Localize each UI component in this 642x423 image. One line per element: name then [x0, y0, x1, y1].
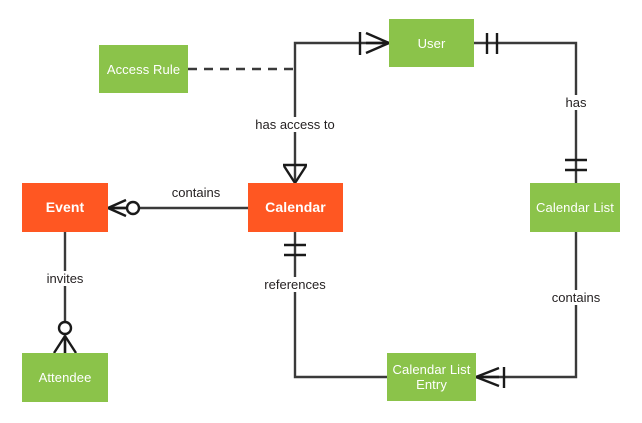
entity-attendee-label: Attendee — [38, 370, 92, 385]
cardinality-has-access-to-calendar — [282, 163, 308, 184]
entity-attendee[interactable]: Attendee — [22, 353, 108, 402]
edge-label-invites: invites — [43, 271, 87, 286]
entity-access-rule-label: Access Rule — [106, 61, 181, 77]
entity-calendar-list-entry-label: Calendar List Entry — [392, 362, 471, 392]
entity-calendar[interactable]: Calendar — [248, 183, 343, 232]
connector-has-access-to — [293, 41, 389, 183]
entity-event[interactable]: Event — [22, 183, 108, 232]
connector-contains-list-entry — [476, 232, 578, 379]
edge-label-contains-list-entry: contains — [548, 290, 604, 305]
entity-user[interactable]: User — [389, 19, 474, 67]
cardinality-has-user — [485, 33, 499, 54]
cardinality-invites-attendee — [52, 320, 78, 354]
edge-label-has-user-calendar-list: has — [562, 95, 590, 110]
cardinality-contains-event — [107, 198, 141, 218]
entity-calendar-list[interactable]: Calendar List — [530, 183, 620, 232]
cardinality-has-calendar-list — [565, 158, 587, 172]
cardinality-contains-calendar-list-entry — [475, 366, 506, 388]
entity-calendar-label: Calendar — [265, 199, 326, 215]
connector-references — [293, 232, 387, 379]
connector-has-user-calendar-list — [474, 41, 578, 183]
edge-label-references: references — [261, 277, 329, 292]
edge-label-contains-event-calendar: contains — [168, 185, 224, 200]
entity-user-label: User — [417, 35, 446, 51]
cardinality-has-access-to-user — [358, 31, 390, 55]
cardinality-references-calendar — [284, 243, 306, 257]
entity-calendar-list-label: Calendar List — [536, 200, 614, 215]
entity-event-label: Event — [45, 199, 85, 215]
entity-access-rule[interactable]: Access Rule — [99, 45, 188, 93]
edge-label-has-access-to: has access to — [252, 117, 338, 132]
entity-calendar-list-entry[interactable]: Calendar List Entry — [387, 353, 476, 401]
